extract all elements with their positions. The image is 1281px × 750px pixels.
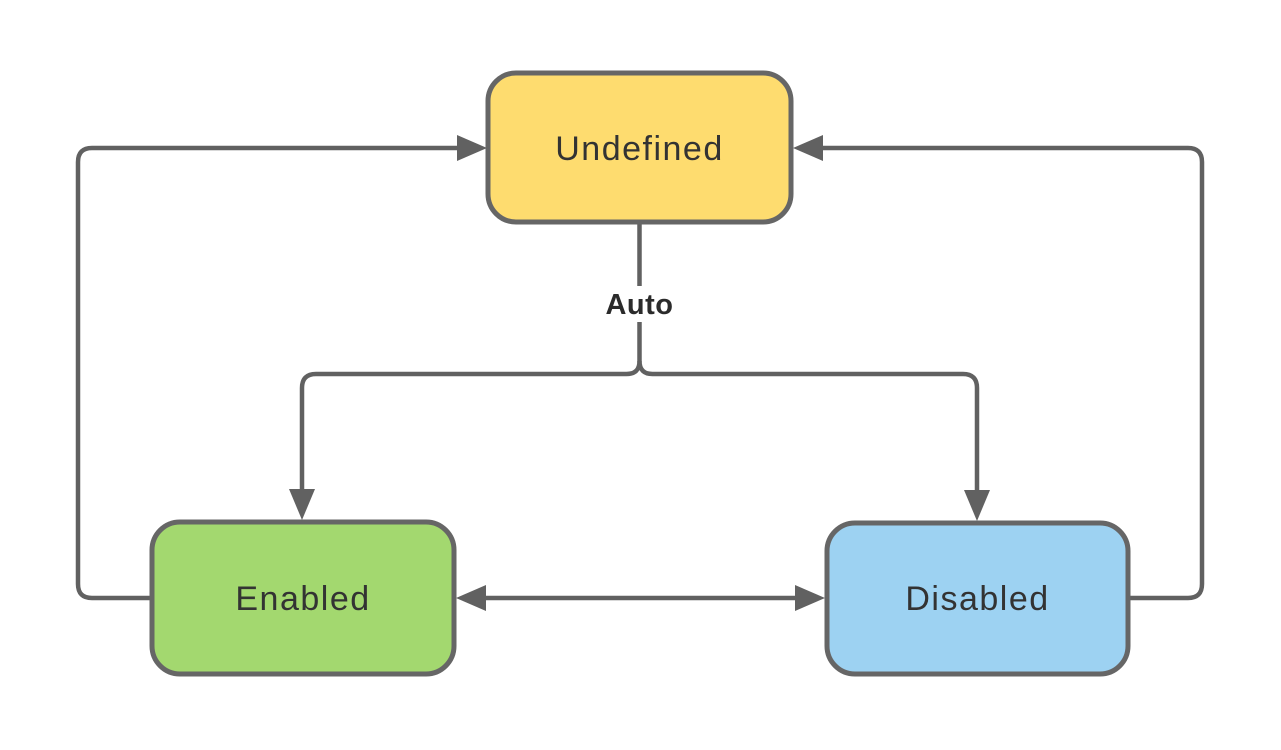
arrowhead-into-undefined-right-icon — [793, 135, 823, 161]
edge-label-auto: Auto — [605, 289, 673, 321]
node-disabled — [824, 520, 1131, 677]
node-undefined-label: Undefined — [555, 130, 724, 168]
node-enabled-label: Enabled — [235, 580, 370, 618]
arrowhead-into-enabled-right-icon — [456, 585, 486, 611]
arrowhead-into-enabled-top-icon — [289, 489, 315, 520]
arrowhead-into-undefined-left-icon — [457, 135, 487, 161]
nodes — [149, 70, 1131, 677]
node-disabled-label: Disabled — [905, 580, 1049, 618]
edge-lines — [75, 145, 1205, 601]
node-enabled — [149, 519, 457, 677]
arrowheads — [289, 135, 990, 611]
edge-auto-to-disabled — [637, 360, 980, 490]
node-undefined — [485, 70, 794, 225]
node-labels: Undefined Enabled Disabled — [235, 130, 1049, 618]
edge-enabled-to-undefined — [75, 145, 457, 601]
arrowhead-into-disabled-left-icon — [795, 585, 825, 611]
edge-auto-to-enabled — [299, 360, 642, 489]
arrowhead-into-disabled-top-icon — [964, 490, 990, 521]
edge-disabled-to-undefined — [823, 145, 1205, 601]
